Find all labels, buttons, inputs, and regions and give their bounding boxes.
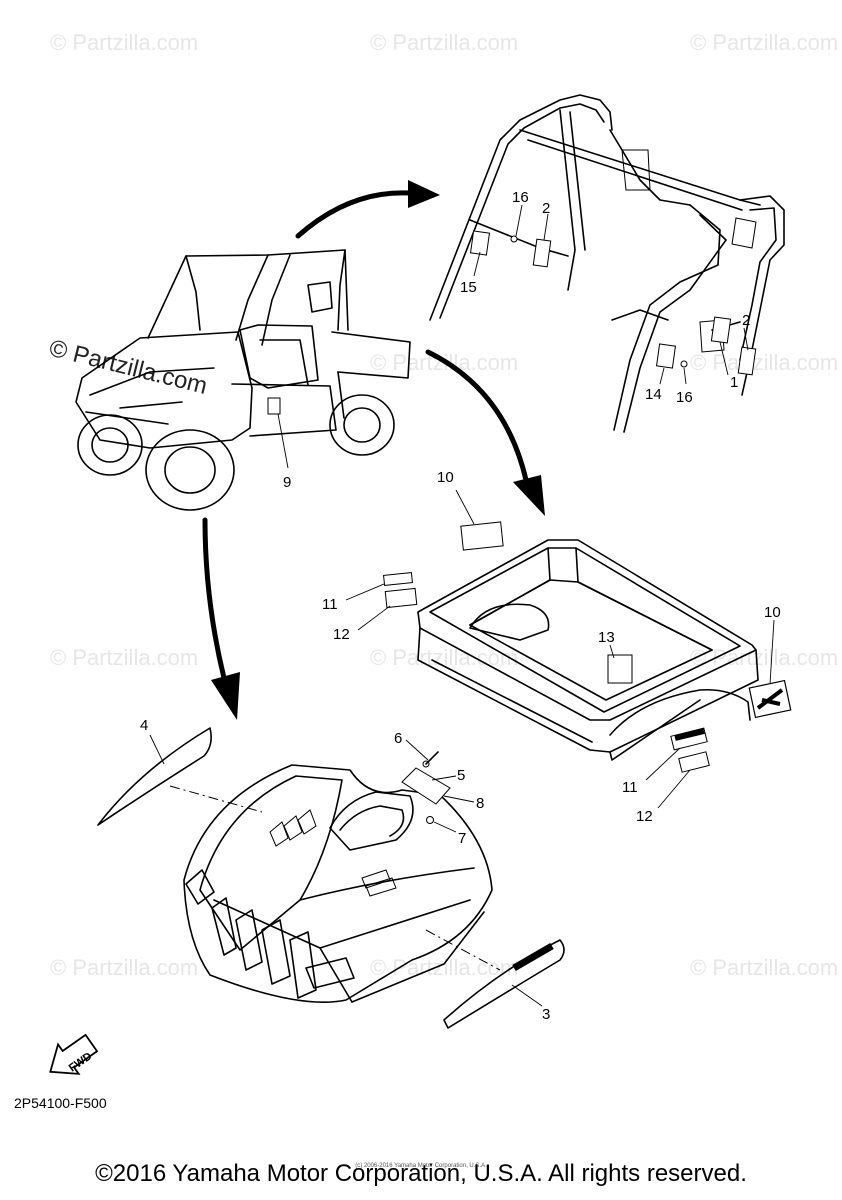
decal-1 [710,316,732,344]
callout-2: 2 [542,200,550,217]
fwd-arrow-icon: FWD [49,1033,99,1075]
callout-11: 11 [622,779,638,796]
decal-13 [607,654,633,684]
nut-7 [426,816,434,824]
hood-assembly: 4 6 5 8 [97,717,565,1029]
callout-7: 7 [458,830,466,847]
diagram-code: 2P54100-F500 [14,1095,107,1111]
bracket-5 [401,767,451,805]
callout-11: 11 [322,596,338,613]
arrowhead [211,672,240,720]
callout-9: 9 [283,474,291,491]
decal-4 [97,727,212,826]
watermark: © Partzilla.com [50,955,198,980]
callout-12: 12 [636,808,653,825]
callout-4: 4 [140,717,148,734]
callout-13: 13 [598,629,615,646]
decal-14 [655,343,677,369]
wheel [77,414,143,476]
callout-1: 1 [730,374,738,391]
callout-14: 14 [645,386,662,403]
decal-4x4-badge [748,679,792,719]
callout-12: 12 [333,626,350,643]
callout-10: 10 [764,604,781,621]
decal-10 [460,521,504,551]
fine-print: (c) 2006-2016 Yamaha Motor Corporation, … [355,1163,487,1169]
decal-2 [532,238,552,268]
watermark-layer: © Partzilla.com © Partzilla.com © Partzi… [47,30,839,980]
watermark: © Partzilla.com [690,645,838,670]
watermark: © Partzilla.com [690,955,838,980]
callout-5: 5 [457,767,465,784]
arrow-to-cargo-bed [425,349,529,483]
arrowhead [408,180,440,208]
cargo-bed: 10 11 12 13 10 11 12 [322,469,792,825]
decal-15 [469,230,491,256]
callout-15: 15 [460,279,477,296]
roll-cage: 16 2 15 2 1 14 16 [429,94,785,433]
decal-11 [383,572,413,586]
decal-12 [678,751,710,773]
decal-2 [737,346,757,376]
decal-12 [384,587,418,609]
watermark: © Partzilla.com [50,30,198,55]
callout-8: 8 [476,795,484,812]
arrow-to-roll-cage [295,190,413,239]
rivet-16 [680,360,688,368]
callout-2: 2 [742,312,750,329]
callout-16: 16 [676,389,693,406]
watermark: © Partzilla.com [370,30,518,55]
callout-3: 3 [542,1006,550,1023]
wheel [145,429,235,511]
watermark: © Partzilla.com [690,350,838,375]
flow-arrows [202,180,545,720]
decal-9-placement [267,397,281,415]
callout-10: 10 [437,469,454,486]
arrow-to-hood [202,517,227,681]
copyright-footer: ©2016 Yamaha Motor Corporation, U.S.A. A… [95,1160,747,1187]
callout-16: 16 [512,189,529,206]
wheel [329,394,395,456]
watermark-emphasized: © Partzilla.com [47,335,210,400]
watermark: © Partzilla.com [370,955,518,980]
vehicle-overview: 9 [75,249,411,511]
watermark: © Partzilla.com [50,645,198,670]
decal-3 [443,939,565,1029]
rivet-16 [510,235,518,243]
callout-6: 6 [394,730,402,747]
watermark: © Partzilla.com [690,30,838,55]
arrowhead [513,475,545,516]
